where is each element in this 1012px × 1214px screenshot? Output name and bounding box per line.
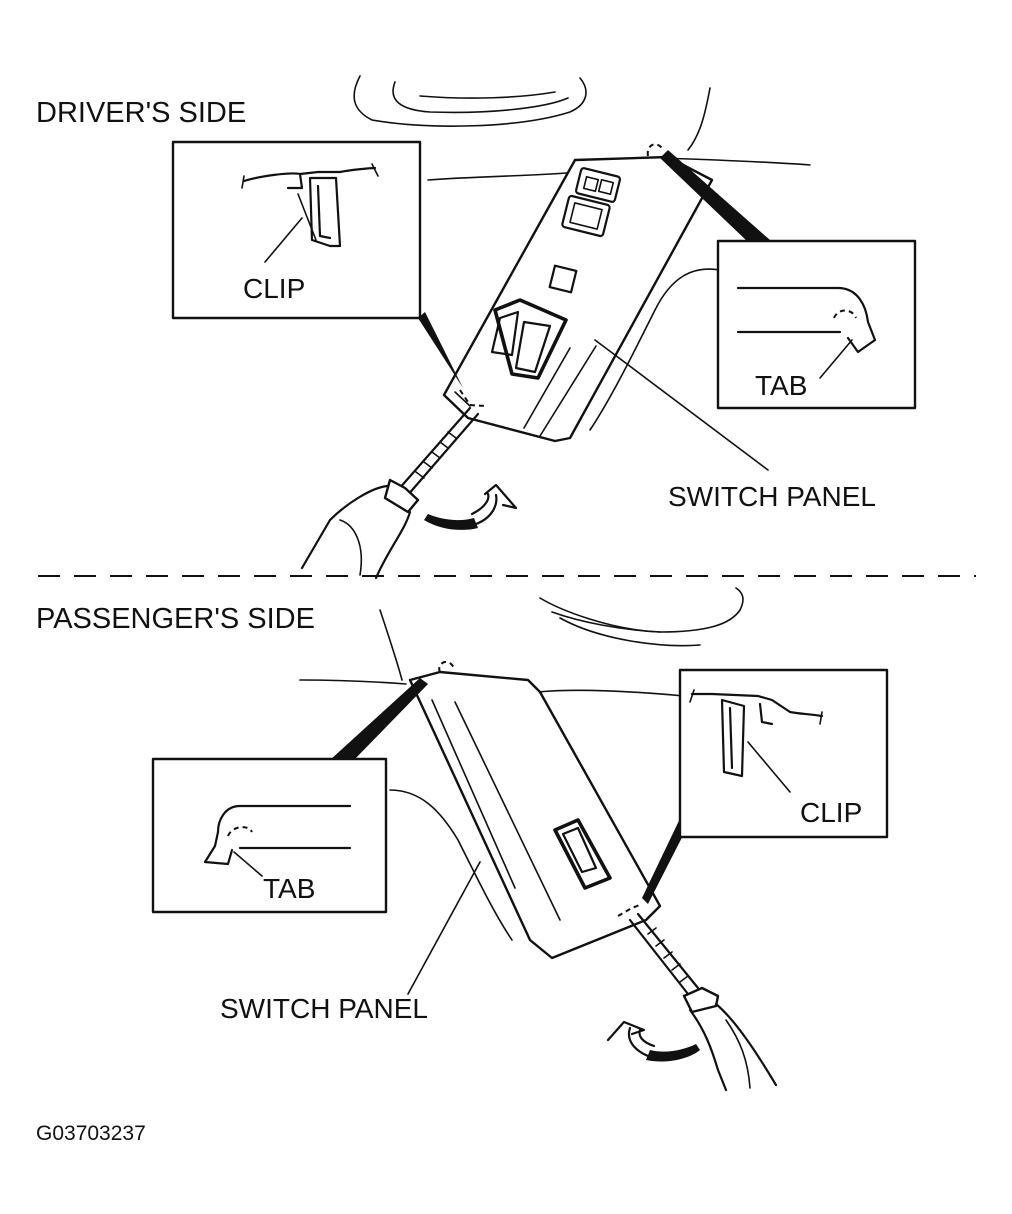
- driver-door-contours: [353, 75, 811, 431]
- driver-clip-box: [171, 140, 422, 320]
- driver-clip-pointer: [418, 312, 463, 388]
- passenger-switch-panel-leader: [407, 861, 481, 995]
- passenger-tab-box: [151, 757, 388, 914]
- driver-tab-callout: TAB: [716, 239, 917, 410]
- passenger-side-section: PASSENGER'S SIDE: [36, 587, 889, 1092]
- driver-switch-panel-leader: [594, 339, 769, 471]
- driver-tab-box: [716, 239, 917, 410]
- passenger-clip-callout: CLIP: [678, 668, 889, 839]
- passenger-screwdriver-icon: [628, 912, 778, 1092]
- passenger-tab-pointer: [330, 678, 428, 762]
- passenger-tab-label: TAB: [263, 873, 315, 904]
- passenger-side-title: PASSENGER'S SIDE: [36, 603, 315, 635]
- passenger-tab-callout: TAB: [151, 757, 388, 914]
- driver-rotation-arrow-icon: [424, 483, 518, 530]
- driver-tab-pointer: [660, 150, 770, 242]
- passenger-door-contours: [299, 587, 744, 941]
- driver-switch-panel: [442, 143, 714, 443]
- driver-clip-label: CLIP: [243, 273, 305, 304]
- driver-side-title: DRIVER'S SIDE: [36, 97, 246, 129]
- driver-screwdriver-icon: [300, 406, 480, 580]
- driver-clip-callout: CLIP: [171, 140, 422, 320]
- driver-switch-panel-label: SWITCH PANEL: [668, 481, 876, 512]
- passenger-switch-panel: [408, 660, 662, 960]
- figure-id: G03703237: [36, 1122, 146, 1145]
- passenger-clip-label: CLIP: [800, 797, 862, 828]
- driver-tab-label: TAB: [755, 370, 807, 401]
- driver-side-section: DRIVER'S SIDE: [36, 75, 917, 580]
- passenger-rotation-arrow-icon: [606, 1020, 700, 1062]
- passenger-switch-panel-label: SWITCH PANEL: [220, 993, 428, 1024]
- passenger-clip-box: [678, 668, 889, 839]
